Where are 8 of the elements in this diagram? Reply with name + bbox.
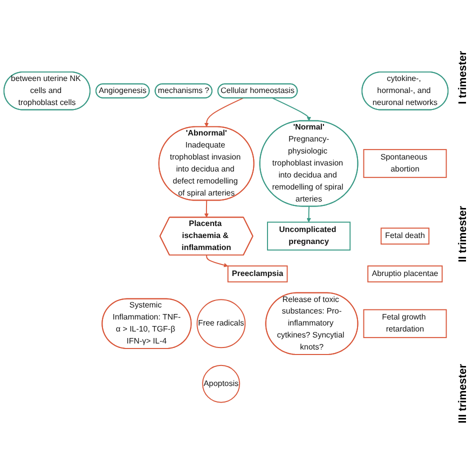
trimester-label: III trimester — [457, 364, 469, 424]
arrow — [204, 97, 244, 127]
trimester-label: I trimester — [457, 50, 469, 104]
trimester-label: II trimester — [457, 206, 469, 262]
arrow — [204, 200, 209, 218]
arrow — [206, 254, 228, 268]
arrow — [306, 206, 311, 222]
arrow — [272, 97, 312, 121]
